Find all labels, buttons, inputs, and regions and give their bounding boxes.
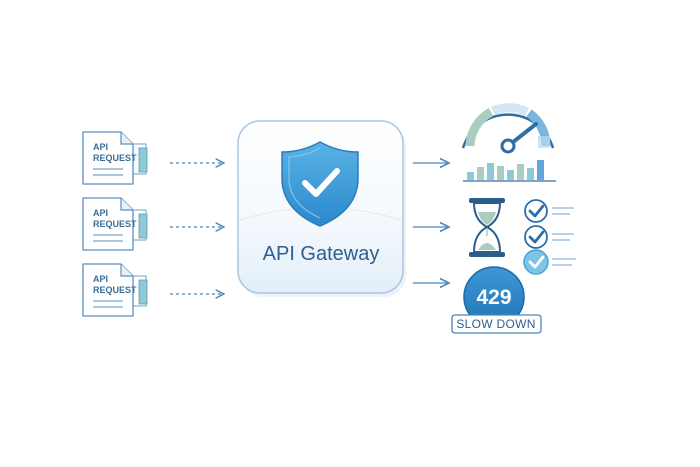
hourglass-icon — [469, 198, 505, 257]
doc-label-line1: API — [93, 142, 108, 152]
rate-limit-badge: 429 SLOW DOWN — [451, 266, 542, 334]
request-doc-3: API REQUEST — [82, 263, 148, 317]
checklist-icon — [523, 199, 576, 275]
doc-label-line2: REQUEST — [93, 153, 137, 163]
slow-down-label: SLOW DOWN — [456, 317, 535, 331]
check-item-1 — [524, 199, 574, 223]
document-icon — [82, 131, 134, 185]
api-gateway-box: API Gateway — [237, 120, 406, 297]
gateway-label: API Gateway — [263, 243, 380, 265]
request-doc-2: API REQUEST — [82, 197, 148, 251]
doc-label-line1: API — [93, 274, 108, 284]
speedometer-icon — [461, 103, 555, 154]
request-doc-1: API REQUEST — [82, 131, 148, 185]
doc-label-line2: REQUEST — [93, 219, 137, 229]
doc-label-line2: REQUEST — [93, 285, 137, 295]
check-item-2 — [524, 225, 574, 249]
slow-down-label-box — [451, 314, 542, 334]
document-icon — [82, 197, 134, 251]
doc-label-line1: API — [93, 208, 108, 218]
status-code: 429 — [476, 286, 511, 309]
check-item-3 — [523, 249, 576, 275]
shield-check-icon — [281, 141, 359, 227]
bar-chart-icon — [463, 160, 556, 182]
document-icon — [82, 263, 134, 317]
